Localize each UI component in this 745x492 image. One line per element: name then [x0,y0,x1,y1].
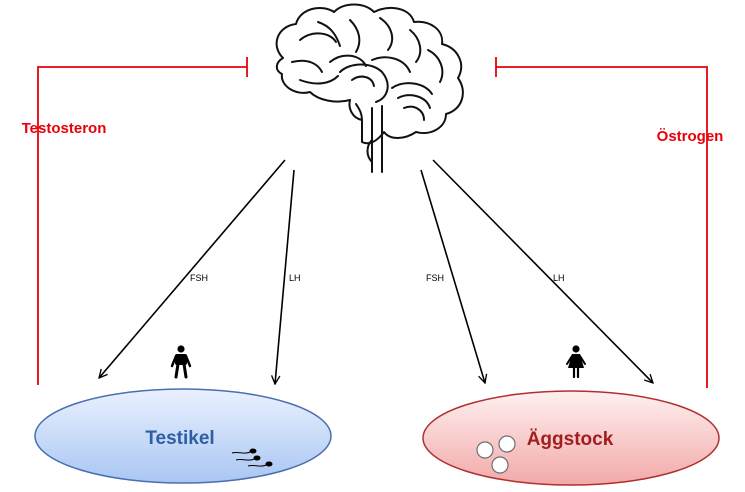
female-figure-icon [566,345,586,379]
lh-arrow-testis [275,169,295,384]
fsh-label-right: FSH [426,273,444,283]
lh-arrow-ovary [432,159,653,383]
lh-label-right: LH [553,273,565,283]
male-figure-icon [170,345,192,379]
lh-label-left: LH [289,273,301,283]
estrogen-feedback-line [495,57,708,388]
fsh-arrow-ovary [420,169,485,383]
egg-cell-icon [476,435,516,474]
testis-label: Testikel [145,428,214,449]
sperm-icon [231,448,273,467]
ovary-label: Äggstock [527,429,614,450]
brain-icon [275,3,464,173]
testosterone-label: Testosteron [22,120,107,137]
estrogen-label: Östrogen [657,128,724,145]
testosterone-feedback-line [37,57,248,385]
fsh-arrow-testis [99,159,286,378]
fsh-label-left: FSH [190,273,208,283]
